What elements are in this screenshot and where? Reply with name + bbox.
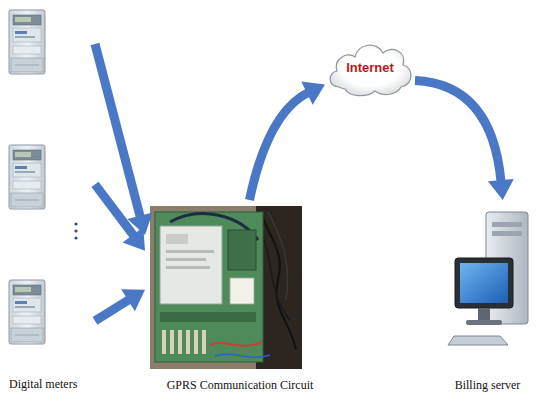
digital-meter (9, 280, 45, 344)
flow-arrow (415, 81, 514, 201)
arrow-head (488, 179, 514, 200)
server-node: Billing server (440, 200, 535, 395)
flow-arrow (250, 81, 326, 200)
flow-arrow (95, 289, 145, 321)
node-caption: Billing server (455, 378, 521, 392)
internet-cloud: Internet (325, 35, 415, 100)
ellipsis-dots (74, 222, 77, 239)
arrow-head (121, 289, 145, 311)
gprs-circuit-photo (150, 206, 302, 369)
node-caption: Digital meters (9, 377, 77, 391)
digital-meter (9, 10, 45, 74)
arrow-shaft (250, 92, 309, 200)
billing-server-computer (448, 212, 528, 345)
cloud-shape (330, 45, 411, 96)
arrow-head (301, 81, 325, 104)
flow-arrow (95, 44, 153, 235)
digital-meter (9, 145, 45, 209)
circuit-node: GPRS Communication Circuit (145, 200, 335, 395)
flow-arrow (95, 184, 145, 250)
node-caption: GPRS Communication Circuit (167, 378, 314, 392)
arrow-head (123, 227, 145, 251)
cloud-label: Internet (346, 60, 394, 76)
arrow-shaft (415, 81, 501, 183)
arrow-shaft (95, 299, 130, 321)
meter-group: Digital meters (5, 5, 95, 395)
arrow-shaft (95, 184, 134, 236)
